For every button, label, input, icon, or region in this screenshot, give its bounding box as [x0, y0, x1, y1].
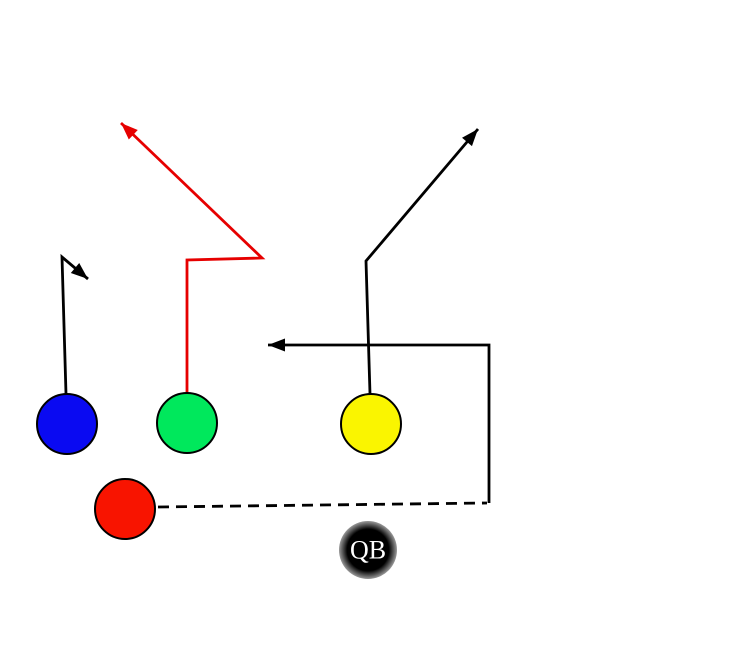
- route-blue-hook-arrowhead: [70, 263, 88, 279]
- player-center-red[interactable]: [94, 478, 156, 540]
- motion-dashed-line[interactable]: [157, 501, 488, 509]
- route-yellow-corner[interactable]: [364, 128, 480, 395]
- player-receiver-blue[interactable]: [36, 393, 98, 455]
- route-drag-left-arrowhead: [268, 338, 285, 352]
- route-green-zig[interactable]: [120, 121, 266, 393]
- route-green-zig-arrowhead: [121, 123, 138, 140]
- player-receiver-blue-marker[interactable]: [36, 393, 98, 455]
- player-quarterback[interactable]: QB: [339, 521, 397, 579]
- player-receiver-green-marker[interactable]: [156, 392, 218, 454]
- player-receiver-green[interactable]: [156, 392, 218, 454]
- route-yellow-corner-arrowhead: [462, 129, 478, 147]
- player-quarterback-marker[interactable]: [339, 521, 397, 579]
- player-receiver-yellow[interactable]: [340, 393, 402, 455]
- player-receiver-yellow-marker[interactable]: [340, 393, 402, 455]
- route-drag-left[interactable]: [268, 343, 491, 503]
- player-center-red-marker[interactable]: [94, 478, 156, 540]
